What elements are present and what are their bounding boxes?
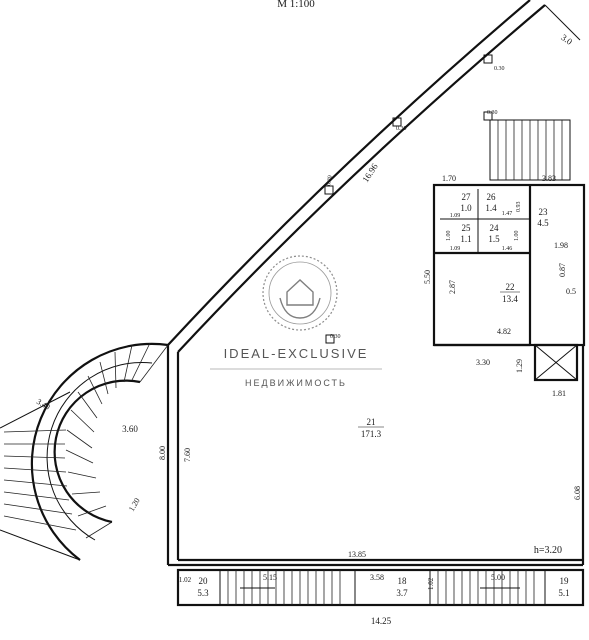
dimension-label: 1.47 xyxy=(502,211,513,217)
bottom-strip xyxy=(176,568,585,607)
scale-label: М 1:100 xyxy=(277,0,315,10)
dimension-label: 1.00 xyxy=(446,231,452,242)
column-markers: 0.30 0.30 0.30 0.30 0.30 xyxy=(324,54,505,344)
elevator-shaft xyxy=(533,343,579,382)
dimension-label: 6.08 xyxy=(573,486,582,500)
room-area: 1.0 xyxy=(460,203,472,213)
column-mark: 0.30 xyxy=(396,126,407,132)
dimension-label: 1.02 xyxy=(427,577,435,590)
room-number: 22 xyxy=(506,282,515,292)
dimension-label: 16.96 xyxy=(360,161,380,184)
dimension-label: 1.09 xyxy=(450,213,461,219)
dimension-label: 5.50 xyxy=(423,270,432,284)
dimension-label: 3.30 xyxy=(476,358,490,367)
dimension-label: 13.85 xyxy=(348,550,366,559)
room-number: 19 xyxy=(560,576,570,586)
room-area: 1.1 xyxy=(460,234,471,244)
corner-wall xyxy=(544,4,581,41)
dimension-label: 1.09 xyxy=(450,246,461,252)
room-area: 5.3 xyxy=(197,588,209,598)
dimension-label: 1.98 xyxy=(554,241,568,250)
room-number: 23 xyxy=(539,207,549,217)
column-mark: 0.30 xyxy=(330,334,341,340)
room-area: 3.7 xyxy=(396,588,408,598)
dimension-label: 1.02 xyxy=(179,576,192,584)
dimension-label: 0.93 xyxy=(516,202,522,213)
dimension-label: 1.20 xyxy=(127,496,142,513)
watermark-logo xyxy=(262,255,338,331)
room-number: 26 xyxy=(487,192,497,202)
curved-inner-wall xyxy=(177,4,546,353)
dimension-label: 1.81 xyxy=(552,389,566,398)
dimension-label: 2.87 xyxy=(448,280,457,294)
dimension-label: 3.83 xyxy=(542,174,556,183)
room-number: 25 xyxy=(462,223,472,233)
dimension-label: 1.00 xyxy=(514,231,520,242)
room-area: 5.1 xyxy=(558,588,569,598)
dimension-label: 7.60 xyxy=(183,448,192,462)
dimension-label: 1.70 xyxy=(442,174,456,183)
column-mark: 0.30 xyxy=(326,175,334,186)
dimension-label: 5.15 xyxy=(263,573,277,582)
house-icon xyxy=(286,279,314,306)
dimension-label: 3.40 xyxy=(35,397,52,412)
dimension-label: 8.00 xyxy=(158,446,167,460)
dimension-label: 4.82 xyxy=(497,327,511,336)
room-number: 18 xyxy=(398,576,408,586)
utility-rooms-block xyxy=(432,183,586,382)
spiral-stair xyxy=(0,342,169,561)
room-number: 24 xyxy=(490,223,500,233)
dimension-label: 5.00 xyxy=(491,573,505,582)
dimension-label: 3.58 xyxy=(370,573,384,582)
dimension-label: 14.25 xyxy=(371,616,392,626)
dimension-label: 0.87 xyxy=(558,263,567,277)
room-labels: 27 1.0 26 1.4 23 4.5 25 1.1 24 1.5 22 13… xyxy=(197,192,569,598)
corner-dimension: 3.0 xyxy=(559,32,574,47)
room-number: 20 xyxy=(199,576,209,586)
watermark-brand: IDEAL-EXCLUSIVE xyxy=(224,346,369,361)
ceiling-height-label: h=3.20 xyxy=(534,545,562,556)
dimension-labels: 16.96 1.70 3.83 0.93 1.47 1.09 1.09 1.00… xyxy=(35,161,582,626)
room-area: 1.4 xyxy=(485,203,497,213)
room-area: 13.4 xyxy=(502,294,518,304)
dimension-label: 3.60 xyxy=(122,424,138,434)
hands-icon xyxy=(279,297,321,319)
room-number: 27 xyxy=(462,192,472,202)
curved-outer-wall xyxy=(167,0,531,346)
room-area: 1.5 xyxy=(488,234,500,244)
room-area: 171.3 xyxy=(361,429,382,439)
column-mark: 0.30 xyxy=(494,66,505,72)
dimension-label: 1.29 xyxy=(515,359,524,373)
room-number: 21 xyxy=(367,417,376,427)
stair-top-right xyxy=(489,119,571,181)
room-area: 4.5 xyxy=(537,218,549,228)
dimension-label: 0.5 xyxy=(566,287,576,296)
column-mark: 0.30 xyxy=(487,110,498,116)
watermark-subtitle: НЕДВИЖИМОСТЬ xyxy=(245,378,347,388)
dimension-label: 1.46 xyxy=(502,246,513,252)
